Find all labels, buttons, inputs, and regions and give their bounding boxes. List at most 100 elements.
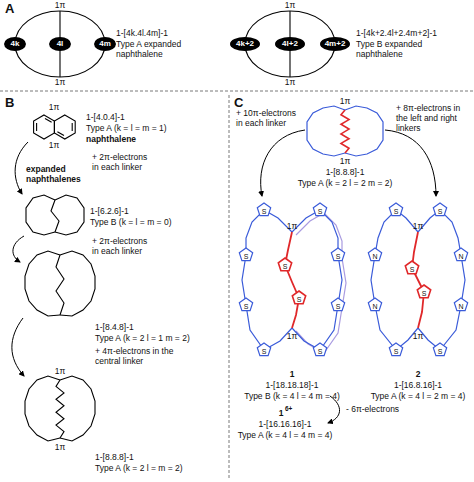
- thiophene-ring: [239, 248, 252, 261]
- atom-label: S: [438, 208, 443, 215]
- text-label: 1-[16.8.16]-1: [394, 380, 442, 390]
- bold-label: naphthalene: [86, 134, 136, 144]
- oval-label: 4m: [94, 40, 116, 48]
- double-bond: [36, 123, 37, 131]
- linker-oval: 4m+2: [320, 37, 350, 51]
- atom-label: S: [336, 303, 341, 310]
- text-label: 1π: [340, 96, 351, 106]
- thiophene-ring: [257, 203, 270, 216]
- text-label: 1π: [49, 140, 60, 150]
- thiophene-ring: [313, 343, 326, 356]
- linker: [26, 195, 55, 235]
- curved-arrow: [13, 236, 24, 262]
- linker: [56, 255, 64, 315]
- atom-label: S: [394, 348, 399, 355]
- linker: [56, 380, 64, 438]
- atom-label: S: [244, 303, 249, 310]
- thiophene-ring: [278, 258, 291, 271]
- text-label: 1π: [49, 102, 60, 112]
- atom-label: N: [372, 303, 377, 310]
- linker: [25, 376, 60, 441]
- atom-label: S: [262, 208, 267, 215]
- linker: [51, 200, 59, 232]
- oval-label: 4l+2: [275, 40, 305, 48]
- atom-label: S: [422, 290, 427, 297]
- pi-label: 1π: [55, 1, 66, 10]
- panel-divider: [229, 95, 230, 480]
- double-bond: [57, 132, 64, 136]
- text-label: Type B expanded naphthalene: [356, 39, 434, 59]
- text-label: 1-[6.2.6]-1: [90, 206, 129, 216]
- pi-label: 1π: [285, 78, 296, 87]
- expanded-naphthalene-888-colored: [307, 106, 383, 156]
- text-label: 1-[8.4.8]-1: [95, 322, 134, 332]
- atom-label: N: [372, 253, 377, 260]
- compound-1-structure: [239, 203, 346, 356]
- thiophene-ring: [417, 285, 430, 298]
- atom-label: S: [297, 296, 302, 303]
- thiophene-ring: [331, 298, 344, 311]
- oval-label: 4l: [49, 40, 71, 48]
- atom-label: S: [410, 266, 415, 273]
- linker: [292, 210, 342, 350]
- linker-oval: 4k: [4, 37, 26, 51]
- graph-circle: 1π1π4k4l4m: [15, 11, 105, 77]
- text-label: + 2π-electrons in each linker: [92, 236, 156, 256]
- text-label: Type A (k = 4 l = 2 m = 4): [371, 391, 466, 401]
- expanded-naphthalene-626: [26, 195, 84, 235]
- text-label: + 10π-electrons in each linker: [236, 108, 304, 128]
- pi-label: 1π: [55, 78, 66, 87]
- atom-label: S: [336, 253, 341, 260]
- curved-arrow: [385, 130, 436, 196]
- pyrrole-ring: [368, 298, 381, 311]
- compound-2-structure: [368, 203, 467, 356]
- linker: [418, 210, 465, 350]
- circle-outline: [15, 11, 105, 77]
- central-linker: [341, 110, 349, 153]
- bold-label: expanded naphthalenes: [26, 164, 86, 184]
- panel-letter: B: [5, 95, 14, 111]
- text-label: Type B (k = l = m = 0): [90, 217, 172, 227]
- text-label: Type A expanded naphthalene: [116, 39, 194, 59]
- curved-arrow: [12, 318, 24, 376]
- double-bond: [72, 123, 73, 131]
- atom-label: S: [262, 348, 267, 355]
- double-bond: [45, 119, 52, 123]
- benzene-ring: [34, 115, 55, 139]
- text-label: 1π: [340, 156, 351, 166]
- reaction-arrows: [12, 130, 436, 423]
- thiophene-ring: [389, 203, 402, 216]
- thiophene-ring: [405, 261, 418, 274]
- text-label: + 2π-electrons in each linker: [92, 152, 156, 172]
- text-label: 1-[4k.4l.4m]-1: [116, 28, 168, 38]
- linker: [55, 195, 84, 235]
- atom-label: S: [438, 348, 443, 355]
- pyrrole-ring: [368, 248, 381, 261]
- oval-label: 4m+2: [320, 40, 350, 48]
- thiophene-ring: [389, 343, 402, 356]
- text-label: Type A (k = 2 l = 1 m = 2): [95, 333, 190, 343]
- text-label: 1π: [413, 331, 424, 341]
- atom-label: S: [283, 263, 288, 270]
- text-label: Type B (k = 4 l = 4 m = 4): [244, 391, 340, 401]
- linker: [25, 251, 60, 316]
- pyrrole-ring: [454, 248, 467, 261]
- atom-label: N: [458, 303, 463, 310]
- linker: [307, 106, 345, 156]
- linker-ghost: [296, 213, 346, 353]
- text-label: 1-[8.8.8]-1: [326, 167, 365, 177]
- pi-label: 1π: [285, 1, 296, 10]
- thiophene-ring: [331, 248, 344, 261]
- oval-label: 4k+2: [230, 40, 260, 48]
- text-label: 1-[4k+2.4l+2.4m+2]-1: [356, 28, 437, 38]
- charge-label: 6+: [285, 405, 292, 413]
- bold-label: 1: [279, 408, 284, 418]
- atom-label: S: [394, 208, 399, 215]
- linker: [242, 210, 292, 350]
- thiophene-ring: [239, 298, 252, 311]
- text-label: Type A (k = 2 l = 2 m = 2): [298, 178, 393, 188]
- atom-label: N: [458, 253, 463, 260]
- thiophene-ring: [313, 203, 326, 216]
